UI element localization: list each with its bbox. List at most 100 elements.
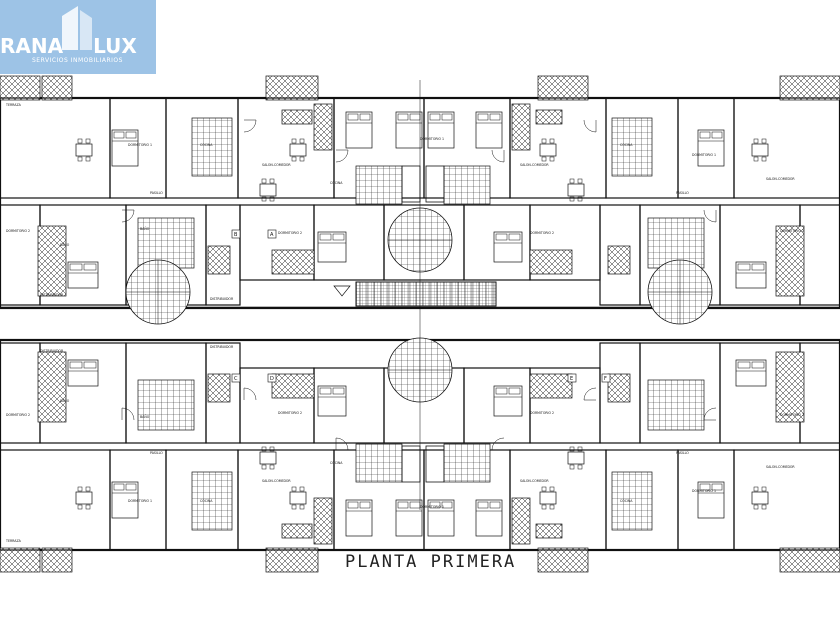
terrace-railing: [41, 547, 73, 573]
staircase: [355, 281, 497, 307]
pillow: [495, 387, 508, 395]
bathtub: [401, 165, 421, 203]
pillow: [319, 387, 332, 395]
room-label: COCINA: [330, 181, 343, 185]
bed: [493, 231, 523, 263]
chair: [753, 138, 759, 144]
pillow: [711, 131, 723, 139]
chair: [577, 446, 583, 452]
bed: [475, 499, 503, 537]
room: [463, 204, 531, 281]
kitchen-floor: [611, 471, 653, 531]
room-label: DORMITORIO 1: [128, 499, 152, 503]
bathroom-fixtures: [37, 351, 67, 423]
terrace-railing: [0, 547, 41, 573]
chair: [549, 486, 555, 492]
bathroom-floor: [443, 165, 491, 205]
pillow: [409, 501, 421, 509]
unit-letter-box: [567, 373, 577, 383]
room-label: DORMITORIO 1: [128, 143, 152, 147]
room-label: DORMITORIO 1: [420, 137, 444, 141]
dining-table: [289, 143, 307, 157]
chair: [569, 446, 575, 452]
pillow: [508, 233, 521, 241]
dining-table: [539, 143, 557, 157]
room-label: SALON-COMEDOR: [766, 177, 795, 181]
kitchen-counter: [313, 103, 333, 151]
room-label: DORMITORIO 2: [278, 231, 302, 235]
room-label: SALON-COMEDOR: [520, 163, 549, 167]
room: [733, 97, 840, 199]
pillow: [319, 233, 332, 241]
unit-letter: B: [234, 232, 238, 238]
door-swing: [491, 437, 505, 451]
bathroom-floor: [137, 379, 195, 431]
terrace-railing: [41, 75, 73, 101]
dining-table: [567, 183, 585, 197]
kitchen-counter: [511, 497, 531, 545]
chair: [577, 464, 583, 470]
logo-wordmark-right: LUX: [93, 34, 137, 58]
room-label: PASILLO: [676, 191, 689, 195]
pillow: [397, 113, 409, 121]
pillow: [489, 113, 501, 121]
pillow: [699, 483, 711, 491]
door-swing: [583, 119, 597, 133]
bed: [67, 359, 99, 387]
pillow: [737, 263, 751, 271]
terrace-railing: [0, 75, 41, 101]
kitchen-counter: [313, 497, 333, 545]
unit-letter: A: [270, 232, 274, 238]
pillow: [441, 501, 453, 509]
chair: [299, 504, 305, 510]
bed: [111, 129, 139, 167]
door-swing: [491, 149, 505, 163]
room-label: SALON-COMEDOR: [262, 479, 291, 483]
pillow: [495, 233, 508, 241]
chair: [753, 486, 759, 492]
chair: [541, 156, 547, 162]
chair: [261, 178, 267, 184]
pillow: [125, 483, 137, 491]
room-label: COCINA: [200, 143, 213, 147]
pillow: [332, 233, 345, 241]
chair: [261, 446, 267, 452]
room-label: DORMITORIO 2: [6, 229, 30, 233]
door-swing: [243, 387, 257, 401]
terrace-railing: [537, 547, 589, 573]
room-label: PASILLO: [676, 451, 689, 455]
chair: [77, 138, 83, 144]
room: [733, 449, 840, 551]
bed: [493, 385, 523, 417]
chair: [269, 464, 275, 470]
chair: [541, 486, 547, 492]
room-label: BAÑO: [140, 414, 150, 419]
kitchen-counter: [607, 373, 631, 403]
bed: [317, 385, 347, 417]
room-label: BAÑO: [140, 226, 150, 231]
kitchen-counter: [271, 373, 315, 399]
logo-tagline: SERVICIOS INMOBILIARIOS: [32, 57, 123, 64]
room-label: COCINA: [200, 499, 213, 503]
chair: [577, 196, 583, 202]
chair: [569, 178, 575, 184]
pillow: [489, 501, 501, 509]
bed: [697, 129, 725, 167]
bed: [427, 499, 455, 537]
door-swing: [703, 209, 717, 223]
chair: [549, 156, 555, 162]
door-swing: [583, 387, 597, 401]
kitchen-floor: [611, 117, 653, 177]
room: [313, 367, 385, 444]
room-label: DORMITORIO 2: [780, 413, 804, 417]
unit-letter: E: [570, 376, 573, 382]
unit-letter: F: [604, 376, 607, 382]
chair: [269, 446, 275, 452]
chair: [85, 138, 91, 144]
chair: [761, 486, 767, 492]
chair: [299, 486, 305, 492]
bed: [67, 261, 99, 289]
unit-letter-box: [231, 373, 241, 383]
pillow: [508, 387, 521, 395]
